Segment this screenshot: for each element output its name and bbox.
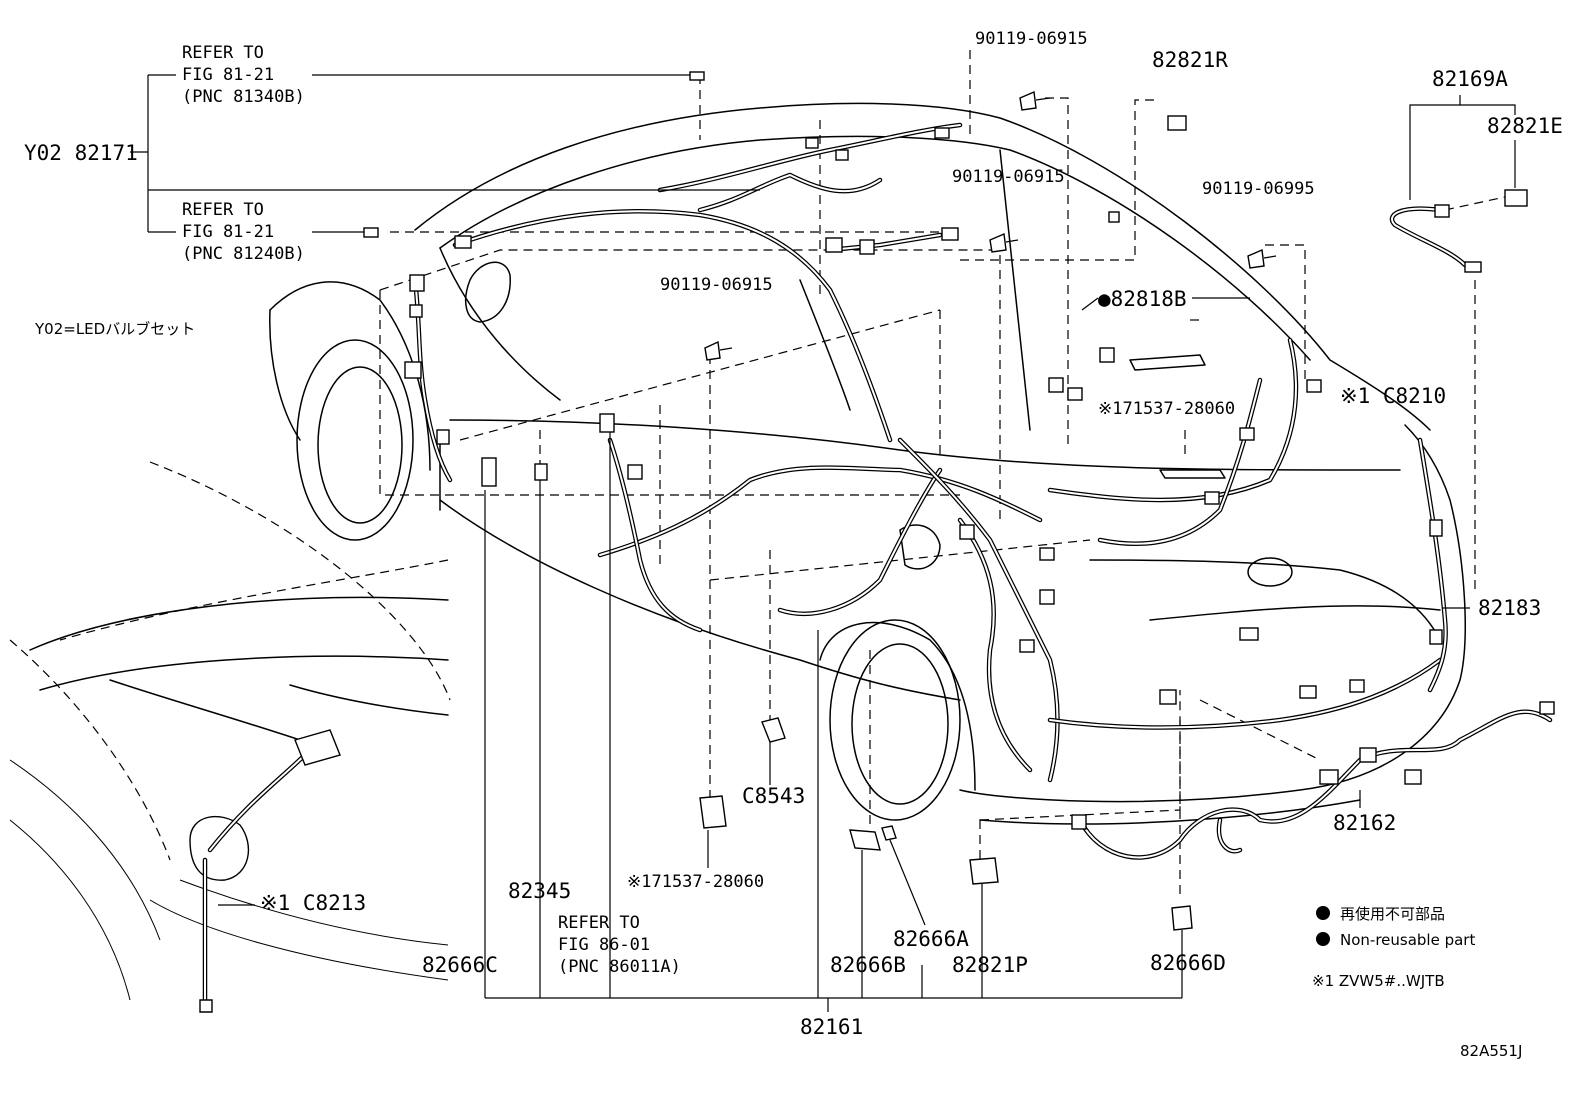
part-82821r-label: 82821R (1152, 48, 1228, 72)
refer-to-label-2: REFER TO (182, 200, 264, 220)
part-82169a-label: 82169A (1432, 67, 1508, 91)
connector-c8543-label: C8543 (742, 784, 805, 808)
diagram-id: 82A551J (1460, 1042, 1522, 1060)
pnc-86011a-label: (PNC 86011A) (558, 957, 681, 977)
part-82818b-label: ●82818B (1098, 287, 1187, 311)
non-reusable-bullet-icon (1316, 932, 1330, 946)
connectors (363, 71, 1555, 931)
connector-c8213-label: ※1 C8213 (260, 891, 366, 915)
legend-english-text: Non-reusable part (1340, 931, 1475, 949)
pnc-81340b-label: (PNC 81340B) (182, 87, 305, 107)
part-82821p-label: 82821P (952, 953, 1028, 977)
bolt-90119-06915-top-label: 90119-06915 (975, 29, 1088, 49)
leader-lines (130, 74, 1516, 1012)
part-82161-label: 82161 (800, 1015, 863, 1039)
part-82345-label: 82345 (508, 879, 571, 903)
trunk-lid-inset (9, 461, 451, 1013)
legend-japanese-text: 再使用不可部品 (1340, 905, 1445, 923)
connector-c8210-label: ※1 C8210 (1340, 384, 1446, 408)
car-body-outline (269, 102, 1466, 825)
bolt-90119-06995-label: 90119-06995 (1202, 179, 1315, 199)
part-82821e-label: 82821E (1487, 114, 1563, 138)
bolt-90119-06915-left-label: 90119-06915 (660, 275, 773, 295)
bolt-90119-06915-mid-label: 90119-06915 (952, 167, 1065, 187)
part-y02-82171-label: Y02 82171 (24, 141, 138, 165)
part-82183-label: 82183 (1478, 596, 1541, 620)
fig-81-21-label-1: FIG 81-21 (182, 65, 274, 85)
part-82666b-label: 82666B (830, 953, 906, 977)
part-82162-label: 82162 (1333, 811, 1396, 835)
part-82666d-label: 82666D (1150, 951, 1226, 975)
y02-note: Y02=LEDバルブセット (34, 320, 195, 338)
assembly-dashed-lines (379, 50, 1506, 900)
label-171537-28060-top: ※171537-28060 (1098, 399, 1235, 419)
pnc-81240b-label: (PNC 81240B) (182, 244, 305, 264)
label-171537-28060-bottom: ※171537-28060 (627, 872, 764, 892)
part-labels: REFER TO FIG 81-21 (PNC 81340B) REFER TO… (24, 29, 1563, 1039)
part-82666a-label: 82666A (893, 927, 969, 951)
refer-to-label-1: REFER TO (182, 43, 264, 63)
legend: 再使用不可部品 Non-reusable part ※1 ZVW5#..WJTB… (1312, 905, 1522, 1060)
fig-86-01-label: FIG 86-01 (558, 935, 650, 955)
fig-81-21-label-2: FIG 81-21 (182, 222, 274, 242)
non-reusable-bullet-icon (1316, 906, 1330, 920)
refer-to-label-3: REFER TO (558, 913, 640, 933)
wire-harness-body (412, 122, 1553, 860)
part-82666c-label: 82666C (422, 953, 498, 977)
footnote-text: ※1 ZVW5#..WJTB (1312, 972, 1445, 990)
